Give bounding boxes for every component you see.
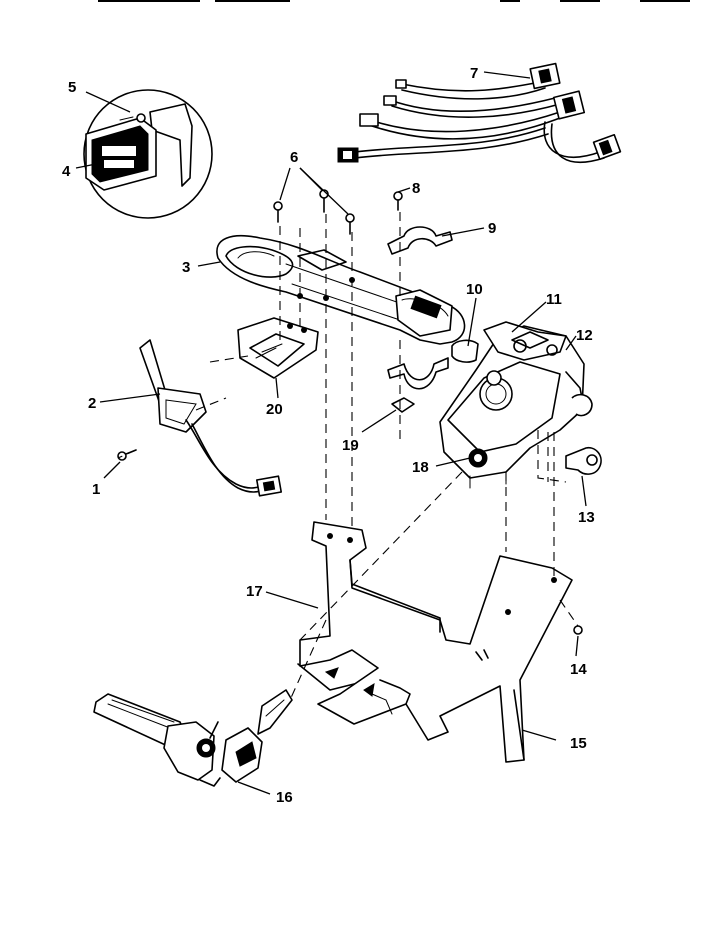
label-17: 17 — [246, 583, 263, 600]
label-1: 1 — [92, 481, 100, 498]
label-7: 7 — [470, 65, 478, 82]
inset-igniter-detail — [83, 89, 213, 219]
label-10: 10 — [466, 281, 483, 298]
screws — [117, 189, 583, 635]
burner-tube — [216, 235, 466, 345]
label-15: 15 — [570, 735, 587, 752]
label-3: 3 — [182, 259, 190, 276]
gas-valve — [439, 321, 593, 489]
label-8: 8 — [412, 180, 420, 197]
label-5: 5 — [68, 79, 76, 96]
label-2: 2 — [88, 395, 96, 412]
mounting-bracket — [297, 521, 573, 763]
label-16: 16 — [276, 789, 293, 806]
label-9: 9 — [488, 220, 496, 237]
shield-bracket — [237, 317, 319, 379]
clamp-bottom — [387, 357, 449, 390]
part-labels: 5 4 6 7 8 9 3 10 11 12 2 20 19 18 1 13 1… — [62, 65, 595, 806]
label-14: 14 — [570, 661, 587, 678]
igniter-assembly — [139, 339, 283, 497]
clamp-top — [387, 226, 453, 255]
label-12: 12 — [576, 327, 593, 344]
label-13: 13 — [578, 509, 595, 526]
label-11: 11 — [546, 291, 562, 308]
label-19: 19 — [342, 437, 359, 454]
leader-lines — [75, 71, 587, 795]
wire-harness — [337, 62, 622, 163]
burner-orifice — [93, 689, 293, 787]
label-18: 18 — [412, 459, 429, 476]
label-6: 6 — [290, 149, 298, 166]
label-4: 4 — [62, 163, 71, 180]
tube-clip — [537, 430, 602, 483]
assembly-lines — [117, 212, 579, 701]
label-20: 20 — [266, 401, 283, 418]
